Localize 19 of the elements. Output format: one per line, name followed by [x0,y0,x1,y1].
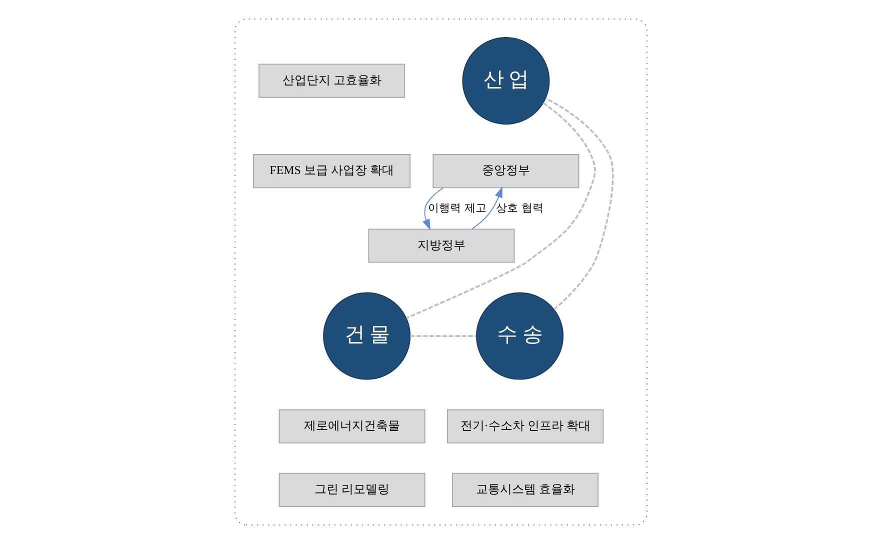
node-box: 산업단지 고효율화 [258,64,406,98]
node-circle: 건 물 [323,292,411,380]
connector [545,98,614,310]
arrow [422,187,444,230]
arrow [471,186,502,230]
node-box: 지방정부 [368,228,515,263]
node-box: 그린 리모델링 [278,472,426,507]
node-box: 교통시스템 효율화 [452,472,599,507]
cluster [234,18,648,526]
edge-label: 이행력 제고 [428,201,486,214]
connector [406,102,596,319]
edge-label: 상호 협력 [496,201,544,214]
connector [410,335,476,337]
node-box: FEMS 보급 사업장 확대 [253,154,411,188]
node-box: 제로에너지건축물 [278,409,426,444]
node-box: 중앙정부 [432,154,580,188]
node-circle: 산 업 [462,37,550,125]
node-box: 전기·수소차 인프라 확대 [447,409,604,444]
node-circle: 수 송 [476,292,564,380]
